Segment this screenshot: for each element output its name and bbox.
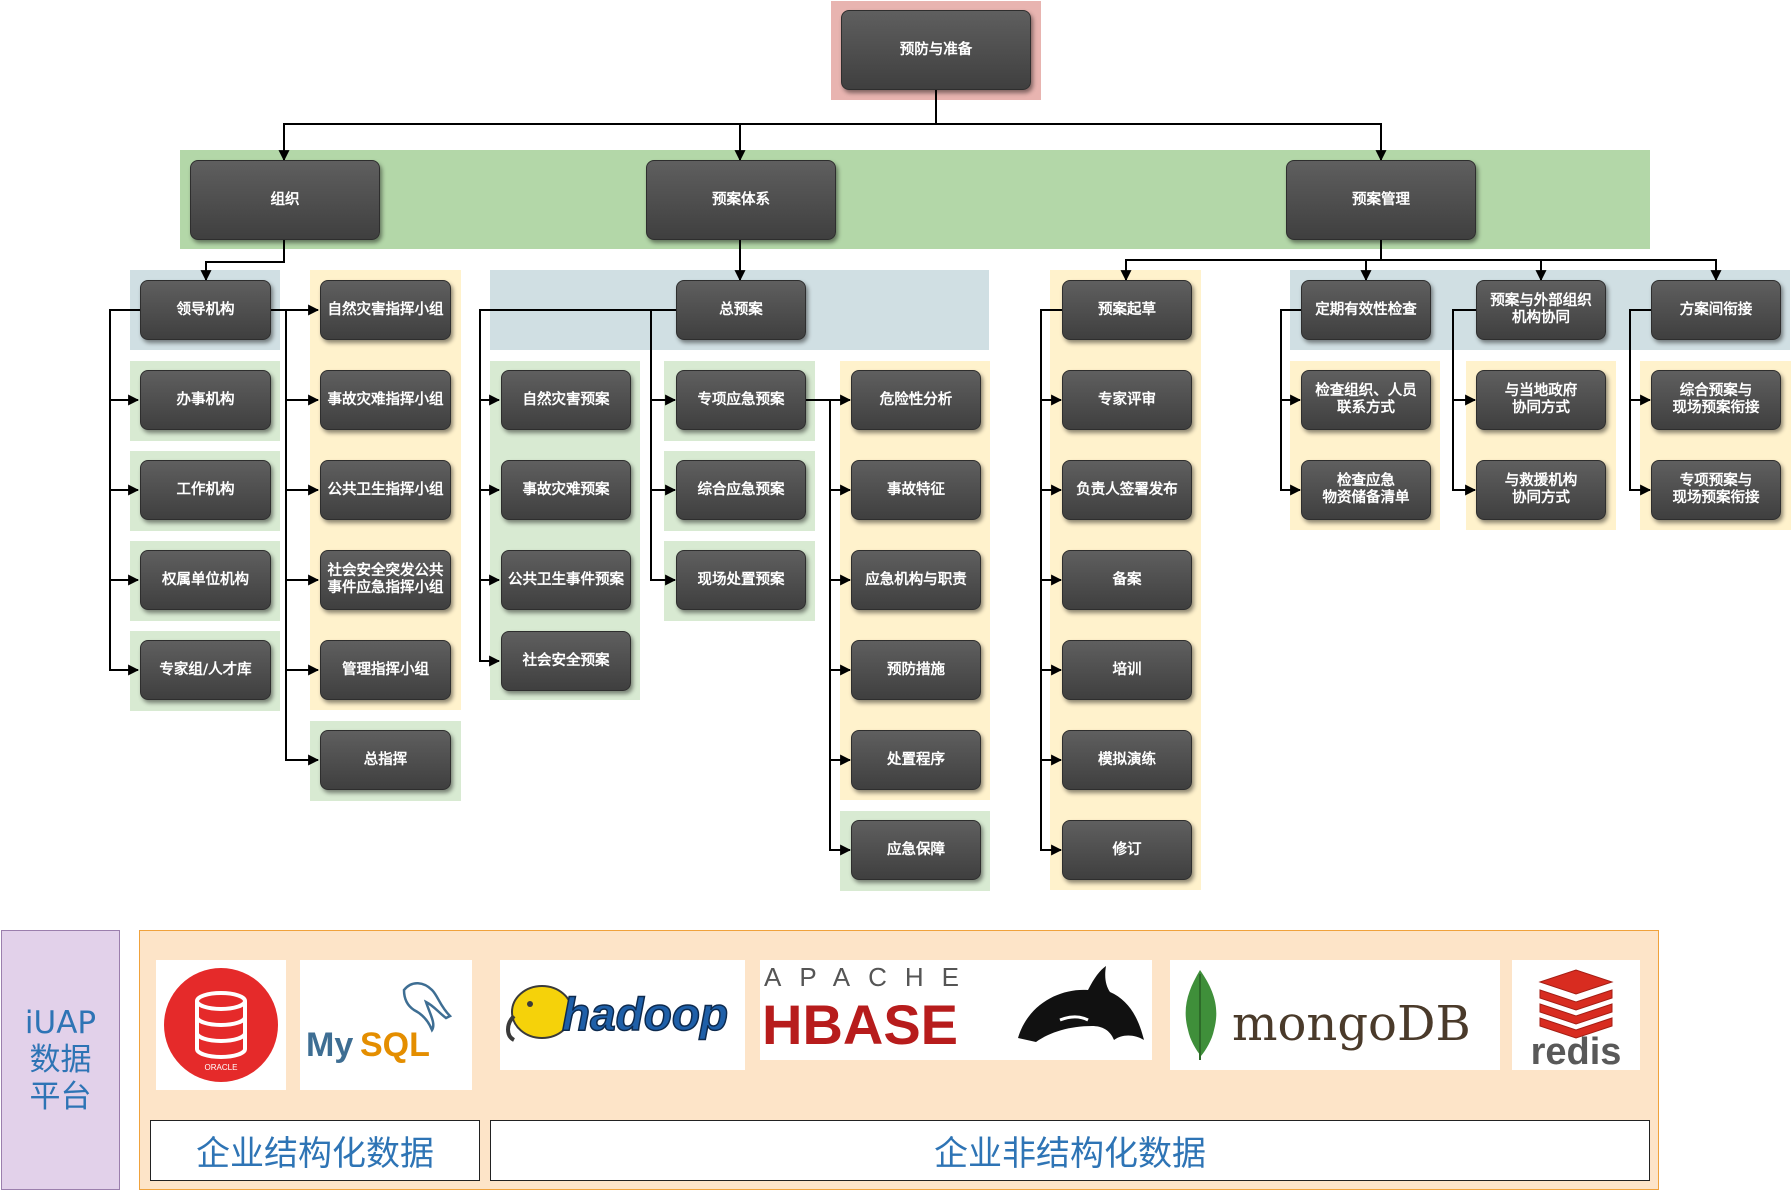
oracle-logo: ORACLE [156, 960, 286, 1090]
redis-logo: redis [1512, 960, 1640, 1070]
node-plan-system[interactable]: 预案体系 [646, 160, 836, 240]
node-training[interactable]: 培训 [1062, 640, 1192, 700]
node-periodic-check[interactable]: 定期有效性检查 [1301, 280, 1431, 340]
node-drafting[interactable]: 预案起草 [1062, 280, 1192, 340]
node-office[interactable]: 办事机构 [140, 370, 271, 430]
node-accident-features[interactable]: 事故特征 [851, 460, 981, 520]
node-special-plan[interactable]: 专项应急预案 [676, 370, 806, 430]
redis-logo-text: redis [1531, 1031, 1622, 1070]
node-master-plan[interactable]: 总预案 [676, 280, 806, 340]
node-agency-duties[interactable]: 应急机构与职责 [851, 550, 981, 610]
node-command-accident[interactable]: 事故灾难指挥小组 [320, 370, 451, 430]
node-chief-commander[interactable]: 总指挥 [320, 730, 451, 790]
node-command-security[interactable]: 社会安全突发公共 事件应急指挥小组 [320, 550, 451, 610]
node-leadership[interactable]: 领导机构 [140, 280, 271, 340]
node-plan-linkage[interactable]: 方案间衔接 [1651, 280, 1781, 340]
node-prevention[interactable]: 预防措施 [851, 640, 981, 700]
hadoop-logo-text: hadoop [562, 988, 728, 1040]
node-procedure[interactable]: 处置程序 [851, 730, 981, 790]
node-revision[interactable]: 修订 [1062, 820, 1192, 880]
mongodb-logo: mongoDB [1170, 960, 1500, 1070]
node-check-contacts[interactable]: 检查组织、人员 联系方式 [1301, 370, 1431, 430]
node-expert-review[interactable]: 专家评审 [1062, 370, 1192, 430]
hbase-logo: APACHE HBASE [760, 960, 1152, 1060]
node-drill[interactable]: 模拟演练 [1062, 730, 1192, 790]
node-hazard-analysis[interactable]: 危险性分析 [851, 370, 981, 430]
node-coord-rescue[interactable]: 与救援机构 协同方式 [1476, 460, 1606, 520]
iuap-platform-label: iUAP 数据 平台 [1, 930, 120, 1190]
node-working-body[interactable]: 工作机构 [140, 460, 271, 520]
node-plan-security[interactable]: 社会安全预案 [501, 631, 631, 691]
node-command-management[interactable]: 管理指挥小组 [320, 640, 451, 700]
mysql-logo: My SQL [300, 960, 472, 1090]
node-command-health[interactable]: 公共卫生指挥小组 [320, 460, 451, 520]
node-external-coordination[interactable]: 预案与外部组织 机构协同 [1476, 280, 1606, 340]
node-plan-accident[interactable]: 事故灾难预案 [501, 460, 631, 520]
mongodb-logo-text: mongoDB [1232, 996, 1471, 1052]
node-plan-health[interactable]: 公共卫生事件预案 [501, 550, 631, 610]
node-root[interactable]: 预防与准备 [841, 10, 1031, 90]
node-command-natural[interactable]: 自然灾害指挥小组 [320, 280, 451, 340]
unstructured-data-label: 企业非结构化数据 [490, 1120, 1650, 1181]
node-organization[interactable]: 组织 [190, 160, 380, 240]
node-onsite-plan[interactable]: 现场处置预案 [676, 550, 806, 610]
oracle-logo-text: ORACLE [205, 1063, 238, 1072]
node-link-special-onsite[interactable]: 专项预案与 现场预案衔接 [1651, 460, 1781, 520]
node-plan-natural[interactable]: 自然灾害预案 [501, 370, 631, 430]
hbase-logo-top-text: APACHE [764, 962, 977, 992]
node-coord-government[interactable]: 与当地政府 协同方式 [1476, 370, 1606, 430]
node-subsidiary[interactable]: 权属单位机构 [140, 550, 271, 610]
node-plan-management[interactable]: 预案管理 [1286, 160, 1476, 240]
node-sign-release[interactable]: 负责人签署发布 [1062, 460, 1192, 520]
hadoop-logo: hadoop [500, 960, 745, 1070]
node-general-plan[interactable]: 综合应急预案 [676, 460, 806, 520]
node-link-general-onsite[interactable]: 综合预案与 现场预案衔接 [1651, 370, 1781, 430]
node-filing[interactable]: 备案 [1062, 550, 1192, 610]
mysql-logo-text-b: SQL [360, 1026, 430, 1064]
mysql-logo-text-a: My [306, 1026, 353, 1064]
node-guarantee[interactable]: 应急保障 [851, 820, 981, 880]
node-check-supplies[interactable]: 检查应急 物资储备清单 [1301, 460, 1431, 520]
hbase-logo-main-text: HBASE [762, 993, 958, 1056]
structured-data-label: 企业结构化数据 [150, 1120, 480, 1181]
node-expert-pool[interactable]: 专家组/人才库 [140, 640, 271, 700]
